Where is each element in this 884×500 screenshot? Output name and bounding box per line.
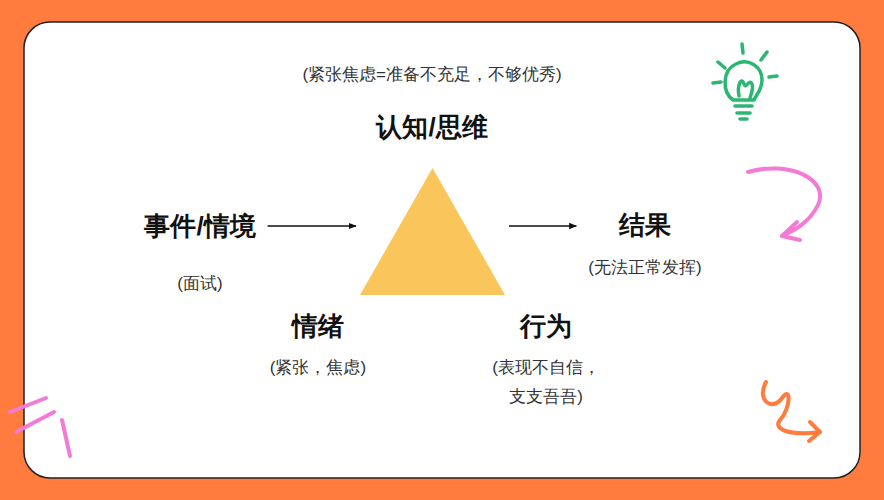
- lightbulb-icon: [713, 44, 777, 119]
- corner-note: (紧张，焦虑): [270, 356, 366, 380]
- triangle-shape: [360, 168, 505, 295]
- white-panel: [24, 22, 860, 478]
- stage-heading: 事件/情境: [144, 210, 255, 242]
- corner-heading: 认知/思维: [376, 111, 487, 143]
- flow-arrow: [268, 225, 356, 227]
- stage-note: (面试): [177, 272, 222, 296]
- corner-heading: 行为: [520, 310, 572, 342]
- stage-block: 结果 (无法正常发挥): [580, 209, 709, 280]
- orange-squiggle-arrow: [763, 382, 820, 441]
- corner-heading: 情绪: [292, 310, 344, 342]
- stage-heading: 结果: [619, 209, 671, 241]
- corner-note: (表现不自信， 支支吾吾): [487, 353, 606, 411]
- pink-curved-arrow: [748, 168, 820, 240]
- triangle-fill: [360, 168, 505, 295]
- stage-note: (无法正常发挥): [588, 256, 701, 280]
- pink-strokes: [10, 398, 70, 456]
- stage-block: 事件/情境 (面试): [136, 210, 263, 296]
- flow-arrow: [509, 225, 576, 227]
- note-text: (紧张焦虑=准备不充足，不够优秀): [302, 63, 561, 87]
- cognitive-triangle: (紧张焦虑=准备不充足，不够优秀)认知/思维情绪(紧张，焦虑)行为(表现不自信，…: [360, 168, 505, 295]
